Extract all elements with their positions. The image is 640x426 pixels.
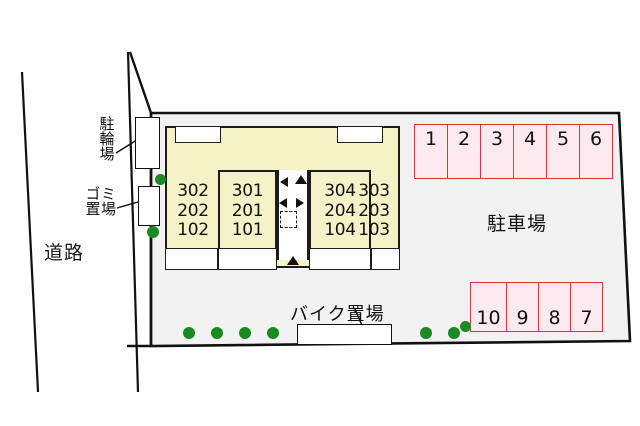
balcony-bottom-3 <box>309 248 371 270</box>
parking-stall-7-number: 7 <box>580 307 593 329</box>
parking-row-bottom: 10 9 8 7 <box>470 282 610 332</box>
motorcycle-parking-area <box>297 324 392 345</box>
parking-stall-8[interactable]: 8 <box>538 282 571 332</box>
bicycle-parking-label: 駐輪場 <box>97 116 116 161</box>
garbage-label-column-2: ミ場 <box>99 186 117 216</box>
corridor-arrow-up-inner <box>295 175 307 184</box>
parking-stall-5[interactable]: 5 <box>546 124 580 179</box>
unit-column-302: 302 202 102 <box>177 181 209 240</box>
apartment-building: 302 202 102 301 201 101 304 204 104 303 … <box>165 126 400 270</box>
parking-stall-4[interactable]: 4 <box>513 124 547 179</box>
balcony-notch-top-right <box>337 126 383 143</box>
road-label: 道路 <box>44 242 85 264</box>
corridor-arrow-right <box>296 198 304 208</box>
tree-icon-south-4 <box>267 327 279 339</box>
parking-stall-1-number: 1 <box>424 128 438 150</box>
parking-stall-2[interactable]: 2 <box>447 124 481 179</box>
parking-lot-label: 駐車場 <box>487 213 548 235</box>
parking-stall-7[interactable]: 7 <box>570 282 603 332</box>
parking-stall-8-number: 8 <box>548 307 561 329</box>
parking-stall-9-number: 9 <box>516 307 529 329</box>
parking-stall-6-number: 6 <box>589 128 603 150</box>
balcony-notch-top-left <box>175 126 221 143</box>
tree-icon-north-1 <box>155 174 166 185</box>
unit-column-304: 304 204 104 <box>324 181 356 240</box>
tree-icon-south-3 <box>239 327 251 339</box>
balcony-bottom-4 <box>371 248 400 270</box>
tree-icon-south-1 <box>183 327 195 339</box>
road-near-edge <box>126 51 140 393</box>
unit-block-304 <box>309 170 371 254</box>
parking-stall-9[interactable]: 9 <box>506 282 539 332</box>
corridor-arrow-entrance <box>287 256 299 265</box>
corridor-arrow-left-upper <box>280 177 288 187</box>
tree-icon-north-2 <box>147 226 159 238</box>
stairwell-marker <box>280 211 297 228</box>
parking-stall-10[interactable]: 10 <box>470 282 507 332</box>
property-line-north <box>128 51 153 114</box>
balcony-bottom-2 <box>218 248 277 270</box>
parking-stall-5-number: 5 <box>556 128 570 150</box>
garbage-label-column-1: ゴ置 <box>83 186 102 216</box>
unit-column-301: 301 201 101 <box>231 181 264 240</box>
motorcycle-parking-label: バイク置場 <box>290 304 385 325</box>
balcony-bottom-1 <box>165 248 218 270</box>
bicycle-parking-area <box>135 117 160 169</box>
corridor-arrow-left-lower <box>279 198 287 208</box>
tree-icon-south-6 <box>448 327 460 339</box>
parking-stall-4-number: 4 <box>523 128 537 150</box>
tree-icon-southeast <box>460 321 471 332</box>
garbage-area <box>138 186 160 226</box>
parking-stall-3-number: 3 <box>490 128 504 150</box>
parking-stall-3[interactable]: 3 <box>480 124 514 179</box>
unit-block-301 <box>218 170 277 254</box>
tree-icon-south-2 <box>211 327 223 339</box>
tree-icon-south-5 <box>420 327 432 339</box>
road-far-edge <box>20 71 40 393</box>
unit-column-303: 303 203 103 <box>358 181 390 240</box>
parking-row-top: 1 2 3 4 5 6 <box>414 124 614 179</box>
parking-stall-6[interactable]: 6 <box>579 124 613 179</box>
parking-stall-1[interactable]: 1 <box>414 124 448 179</box>
garbage-area-label: ゴ置ミ場 <box>83 186 118 216</box>
parking-stall-10-number: 10 <box>476 307 501 329</box>
parking-stall-2-number: 2 <box>457 128 471 150</box>
